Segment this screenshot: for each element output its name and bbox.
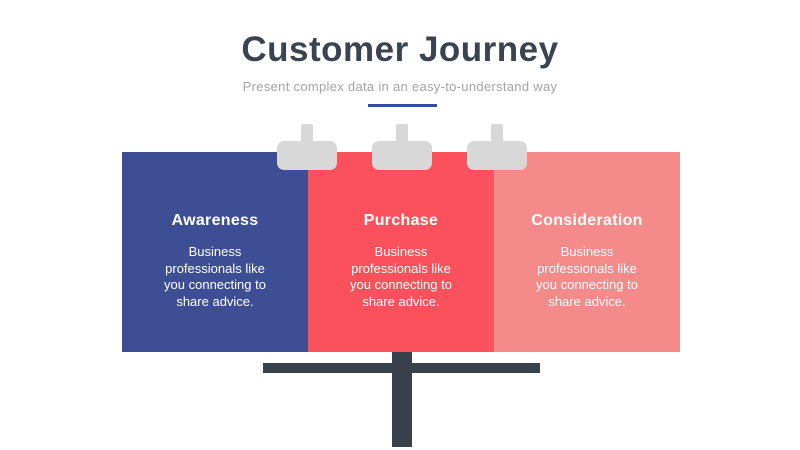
easel-stand-pole [392, 352, 412, 447]
stage-card-awareness: Awareness Business professionals like yo… [122, 152, 308, 352]
stage-description: Business professionals like you connecti… [350, 244, 452, 309]
clip-icon [467, 124, 527, 170]
clip-body [467, 141, 527, 170]
clip-stem [396, 124, 408, 146]
stage-card-consideration: Consideration Business professionals lik… [494, 152, 680, 352]
clip-stem [301, 124, 313, 146]
stage-title: Consideration [531, 212, 643, 229]
stage-title: Awareness [171, 212, 259, 229]
page-subtitle: Present complex data in an easy-to-under… [242, 79, 558, 94]
stages-row: Awareness Business professionals like yo… [122, 152, 680, 352]
clip-icon [372, 124, 432, 170]
page-title: Customer Journey [241, 30, 559, 69]
clip-stem [491, 124, 503, 146]
stage-description: Business professionals like you connecti… [536, 244, 638, 309]
stage-title: Purchase [363, 212, 439, 229]
easel-stand-crossbar [263, 363, 540, 373]
title-divider [368, 104, 437, 107]
clip-body [372, 141, 432, 170]
clip-icon [277, 124, 337, 170]
stage-description: Business professionals like you connecti… [164, 244, 266, 309]
clip-body [277, 141, 337, 170]
stage-card-purchase: Purchase Business professionals like you… [308, 152, 494, 352]
